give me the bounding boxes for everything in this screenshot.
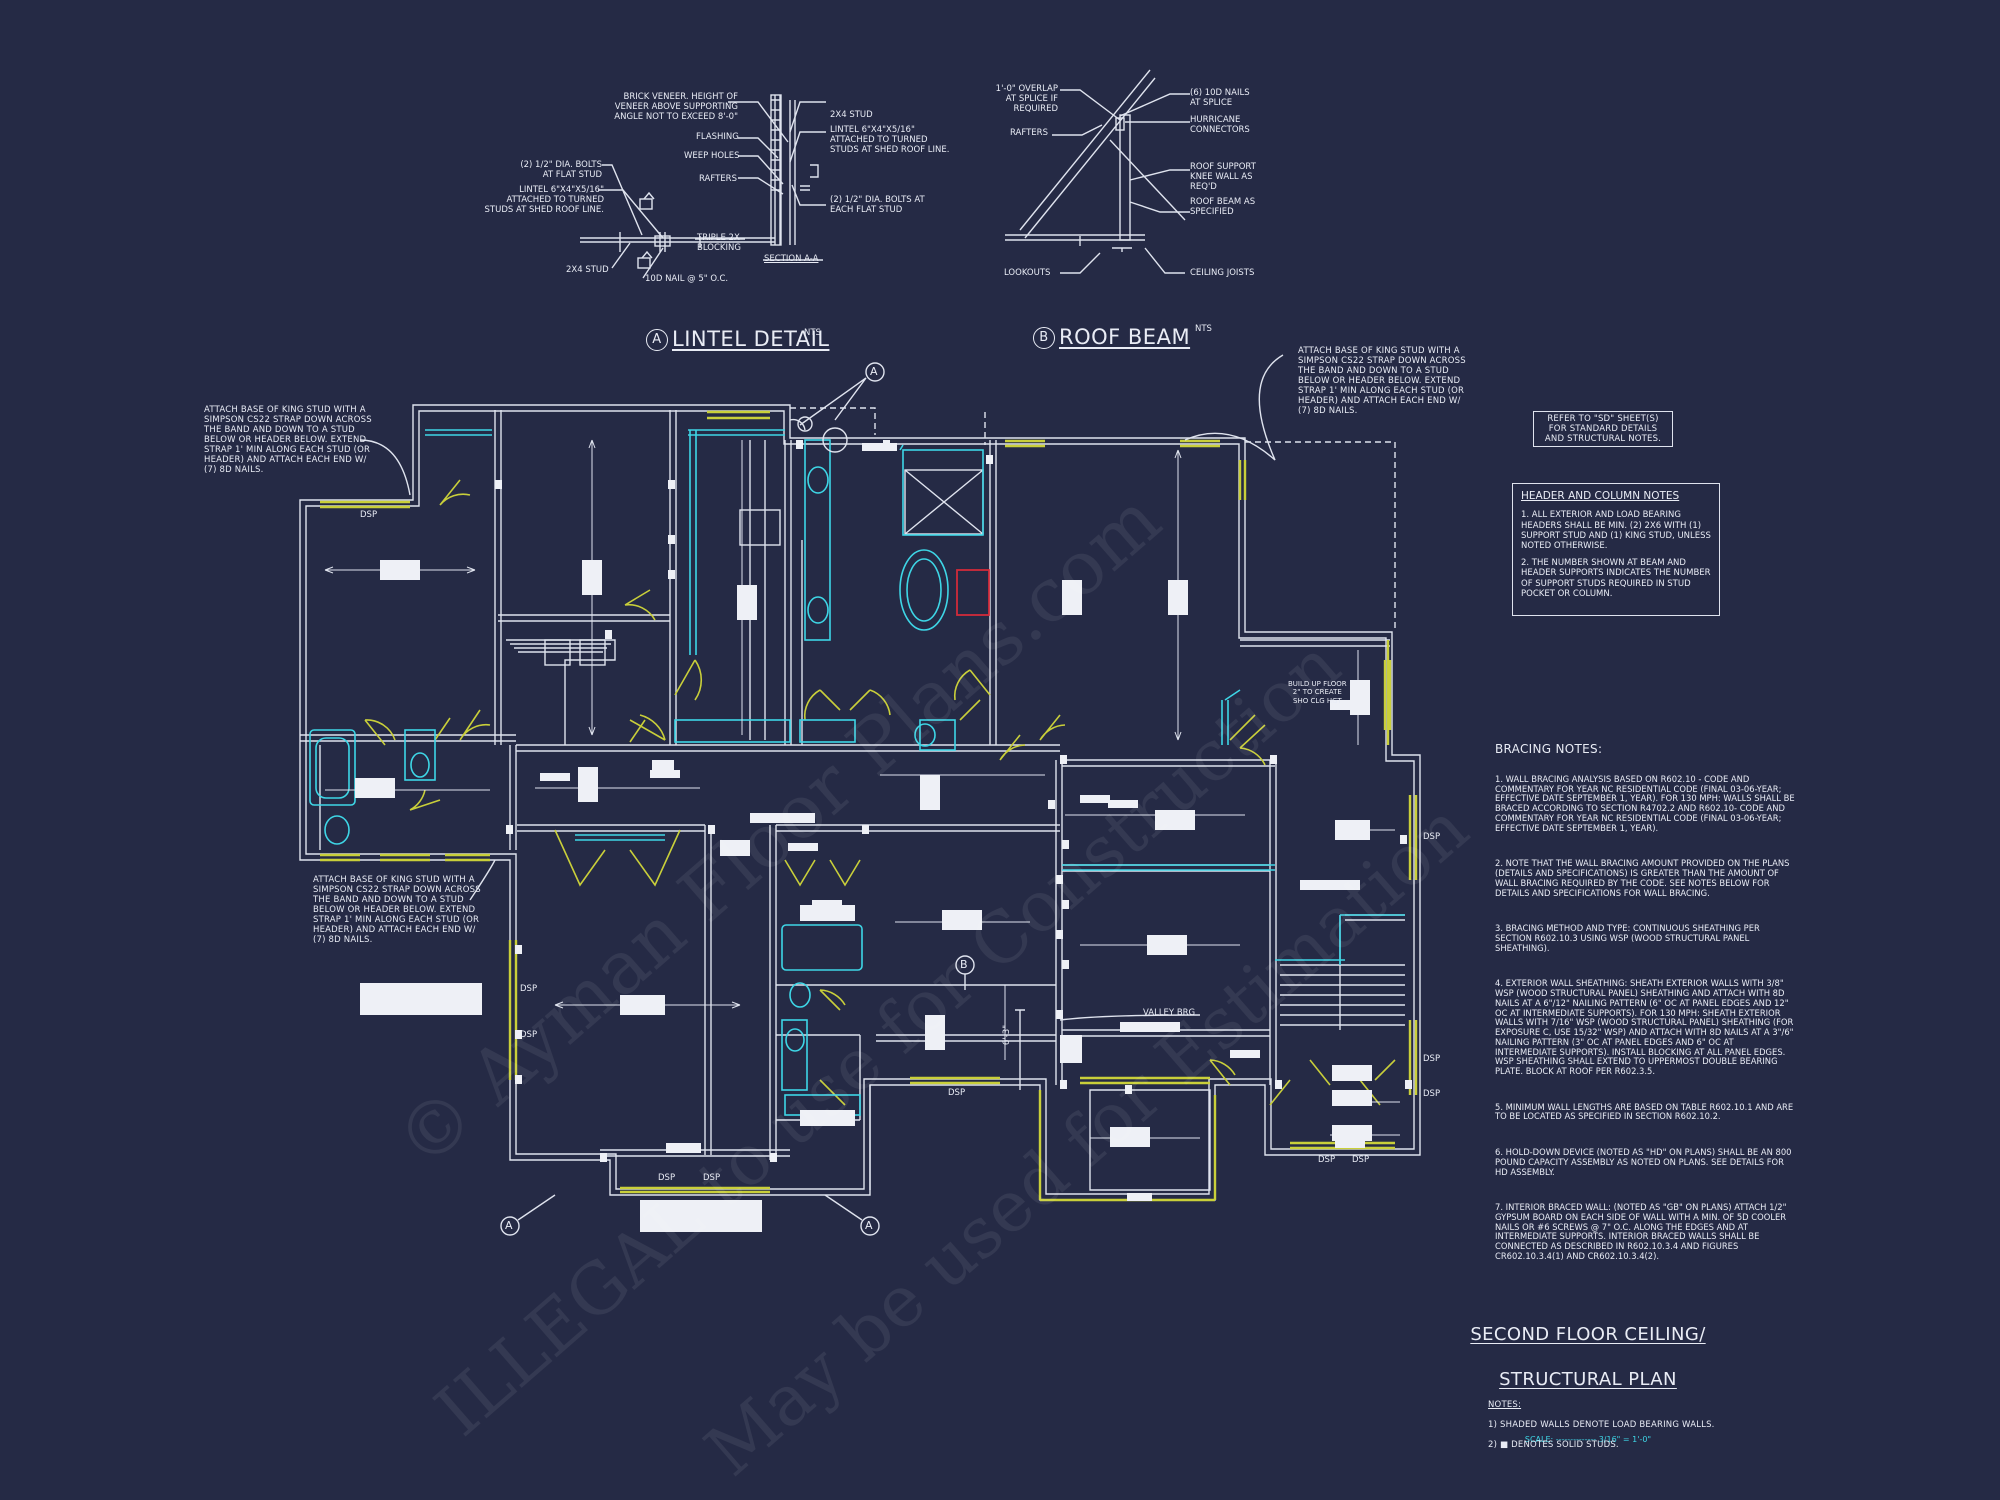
bracing-note-6: 6. HOLD-DOWN DEVICE (NOTED AS "HD" ON PL… [1495, 1147, 1792, 1177]
lintel-callout-weep-holes: WEEP HOLES [684, 151, 740, 161]
plumbing-fixtures [309, 429, 1405, 1116]
dsp-tag: DSP [1423, 1089, 1441, 1099]
sheet-scale: SCALE: -------------- 3/16" = 1'-0" [1524, 1435, 1652, 1445]
bracing-note-4: 4. EXTERIOR WALL SHEATHING: SHEATH EXTER… [1495, 978, 1794, 1077]
bracing-note-1: 1. WALL BRACING ANALYSIS BASED ON R602.1… [1495, 773, 1795, 833]
lintel-callout-lintel-right: LINTEL 6"x4"x5/16" ATTACHED TO TURNED ST… [830, 125, 950, 156]
roof-beam-detail-drawing [1005, 69, 1190, 274]
lintel-section-label: SECTION A-A [764, 254, 819, 264]
plan-note-top-right: ATTACH BASE OF KING STUD WITH A SIMPSON … [1298, 346, 1466, 417]
header-column-notes-title: HEADER AND COLUMN NOTES [1521, 490, 1680, 502]
lintel-callout-2x4-stud-top: 2x4 STUD [830, 110, 873, 120]
sheet-title-block: SECOND FLOOR CEILING/ STRUCTURAL PLAN SC… [1450, 1283, 1726, 1464]
footer-notes-label: NOTES: [1488, 1400, 1522, 1411]
dsp-tag: DSP [520, 1030, 538, 1040]
bracing-note-3: 3. BRACING METHOD AND TYPE: CONTINUOUS S… [1495, 923, 1760, 953]
dsp-tag: DSP [1318, 1155, 1336, 1165]
lintel-detail-marker: A [646, 328, 668, 351]
lintel-callout-rafters: RAFTERS [699, 174, 737, 184]
plan-note-top-left: ATTACH BASE OF KING STUD WITH A SIMPSON … [204, 405, 372, 476]
sheet-title-line2: STRUCTURAL PLAN [1499, 1369, 1677, 1391]
refer-box: REFER TO "SD" SHEET(S) FOR STANDARD DETA… [1533, 411, 1673, 448]
lintel-detail-drawing [580, 94, 826, 279]
bracing-notes: BRACING NOTES: 1. WALL BRACING ANALYSIS … [1495, 723, 1795, 1288]
roof-beam-scale: NTS [1195, 324, 1212, 334]
sheet-title: SECOND FLOOR CEILING/ STRUCTURAL PLAN [1450, 1302, 1726, 1415]
lintel-callout-bolts-flat: (2) 1/2" DIA. BOLTS AT FLAT STUD [520, 160, 602, 181]
bracing-note-5: 5. MINIMUM WALL LENGTHS ARE BASED ON TAB… [1495, 1101, 1794, 1122]
red-cabinet [956, 569, 990, 616]
load-bearing-walls [320, 410, 1418, 1202]
section-marker-a: A [505, 1219, 513, 1232]
bracing-notes-title: BRACING NOTES: [1495, 741, 1603, 756]
section-marker-a: A [865, 1219, 873, 1232]
dsp-tag: DSP [703, 1173, 721, 1183]
section-marker-b: B [960, 958, 968, 971]
floor-plan-walls [299, 404, 1421, 1201]
roof-callout-knee-wall: ROOF SUPPORT KNEE WALL AS REQ'D [1190, 162, 1256, 193]
roof-callout-hurricane: HURRICANE CONNECTORS [1190, 115, 1250, 136]
footer-notes: NOTES: 1) SHADED WALLS DENOTE LOAD BEARI… [1488, 1390, 1748, 1460]
plan-note-valley: VALLEY BRG [1143, 1008, 1196, 1018]
roof-beam-title-text: ROOF BEAM [1059, 324, 1191, 349]
roof-callout-ceiling-joists: CEILING JOISTS [1190, 268, 1255, 278]
door-swings [364, 479, 1396, 1106]
lintel-callout-bolts-each: (2) 1/2" DIA. BOLTS AT EACH FLAT STUD [830, 195, 925, 216]
bracing-note-7: 7. INTERIOR BRACED WALL: (NOTED AS "GB" … [1495, 1202, 1787, 1261]
lintel-detail-title-text: LINTEL DETAIL [672, 326, 830, 351]
header-column-note-2: 2. THE NUMBER SHOWN AT BEAM AND HEADER S… [1521, 558, 1711, 599]
section-marker-a: A [870, 365, 878, 378]
lintel-callout-brick-veneer: BRICK VENEER. HEIGHT OF VENEER ABOVE SUP… [614, 92, 738, 123]
sheet-title-line1: SECOND FLOOR CEILING/ [1470, 1324, 1706, 1346]
roof-callout-lookouts: LOOKOUTS [1004, 268, 1051, 278]
lintel-callout-flashing: FLASHING [696, 132, 739, 142]
header-tags [355, 443, 1372, 1232]
lintel-detail-scale: NTS [804, 328, 821, 338]
dsp-tag: DSP [1423, 1054, 1441, 1064]
roof-callout-overlap: 1'-0" OVERLAP AT SPLICE IF REQUIRED [995, 84, 1058, 115]
dsp-tag: DSP [948, 1088, 966, 1098]
lintel-callout-2x4-stud-bottom: 2x4 STUD [566, 265, 609, 275]
footer-note-2: 2) ■ DENOTES SOLID STUDS. [1488, 1440, 1619, 1451]
header-column-note-1: 1. ALL EXTERIOR AND LOAD BEARING HEADERS… [1521, 510, 1711, 551]
solid-studs [495, 440, 1412, 1162]
section-markers [359, 354, 1284, 1236]
dsp-tag: DSP [520, 984, 538, 994]
roof-beam-marker: B [1033, 326, 1055, 349]
plan-dim: 6'-3" [1002, 1024, 1013, 1046]
roof-callout-nails: (6) 10d NAILS AT SPLICE [1190, 88, 1250, 109]
roof-callout-rafters: RAFTERS [1010, 128, 1048, 138]
dsp-tag: DSP [1423, 832, 1441, 842]
bracing-note-2: 2. NOTE THAT THE WALL BRACING AMOUNT PRO… [1495, 858, 1790, 898]
plan-note-bottom-left: ATTACH BASE OF KING STUD WITH A SIMPSON … [313, 875, 481, 946]
lintel-callout-lintel-left: LINTEL 6"x4"x5/16" ATTACHED TO TURNED ST… [484, 185, 604, 216]
roof-callout-roof-beam: ROOF BEAM AS SPECIFIED [1190, 197, 1256, 218]
lintel-callout-nail: 10d NAIL @ 5" O.C. [645, 274, 729, 284]
dsp-tag: DSP [658, 1173, 676, 1183]
dsp-tag: DSP [360, 510, 378, 520]
lintel-callout-triple-blocking: TRIPLE 2x BLOCKING [697, 233, 741, 254]
dsp-tag: DSP [1352, 1155, 1370, 1165]
header-column-notes-box: HEADER AND COLUMN NOTES 1. ALL EXTERIOR … [1512, 483, 1720, 616]
footer-note-1: 1) SHADED WALLS DENOTE LOAD BEARING WALL… [1488, 1420, 1715, 1431]
plan-note-build-up: BUILD UP FLOOR 2" TO CREATE SHO CLG HGT [1288, 680, 1347, 705]
